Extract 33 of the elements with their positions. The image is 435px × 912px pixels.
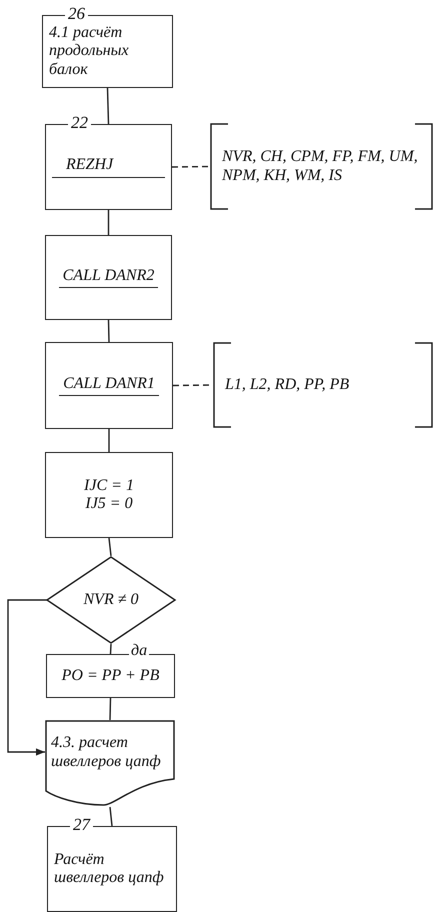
node-text: 4.3. расчет швеллеров цапф <box>50 734 162 771</box>
process-box <box>45 235 172 320</box>
node-text: CALL DANR1 <box>59 374 159 396</box>
node-text: IJC = 1 <box>84 476 134 495</box>
connector <box>108 429 110 452</box>
connector <box>106 88 110 124</box>
arrow <box>7 599 47 756</box>
block-number: 27 <box>70 816 93 833</box>
block-number: 26 <box>65 5 88 22</box>
node-text: NVR, CH, CPM, FP, FM, UM, NPM, KH, WM, IS <box>221 148 419 185</box>
node-text: NVR ≠ 0 <box>84 590 138 610</box>
node-text: L1, L2, RD, PP, PB <box>224 376 350 394</box>
annotation-bracket <box>210 123 433 210</box>
connector <box>109 698 112 720</box>
connector <box>108 210 110 235</box>
connector <box>110 644 112 654</box>
node-text: IJ5 = 0 <box>85 495 133 514</box>
process-box <box>45 452 173 538</box>
node-text: PO = PP + PB <box>62 666 160 686</box>
block-number: 22 <box>68 114 91 131</box>
node-text: REZHJ <box>52 156 165 178</box>
decision-diamond <box>47 556 175 644</box>
process-box <box>45 342 173 429</box>
node-text: Расчёт швеллеров цапф <box>53 850 165 888</box>
node-text: CALL DANR2 <box>58 266 158 288</box>
process-box <box>46 654 175 698</box>
connector <box>108 320 110 342</box>
dashed-connector <box>172 166 210 168</box>
document-shape <box>45 720 175 807</box>
node-text: 4.1 расчёт продольных балок <box>48 24 130 80</box>
connector <box>109 806 113 826</box>
connector <box>108 538 112 556</box>
annotation-bracket <box>213 342 433 428</box>
